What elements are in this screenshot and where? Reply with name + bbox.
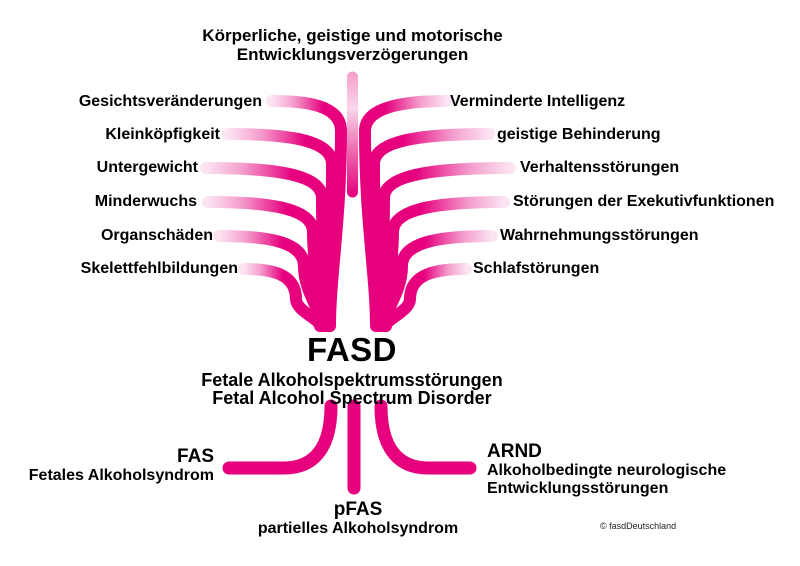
- effect-label-left-6: Skelettfehlbildungen: [80, 260, 238, 277]
- top-category-label: Körperliche, geistige und motorische Ent…: [100, 26, 605, 64]
- effect-label-right-1: Verminderte Intelligenz: [450, 93, 626, 110]
- effect-label-right-4: Störungen der Exekutivfunktionen: [513, 193, 775, 210]
- effect-label-left-5: Organschäden: [100, 227, 213, 244]
- fasd-center-block: FASD Fetale Alkoholspektrumsstörungen Fe…: [102, 331, 602, 408]
- branch-left-6: [238, 263, 326, 332]
- pfas-subtype-block: pFAS partielles Alkoholsyndrom: [158, 499, 558, 538]
- branch-fas: [222, 399, 338, 475]
- lower-branch-fan: [222, 399, 477, 495]
- effect-label-left-2: Kleinköpfigkeit: [105, 126, 220, 143]
- fas-acronym: FAS: [177, 446, 214, 467]
- arnd-name-line2: Entwicklungsstörungen: [487, 479, 669, 497]
- effect-label-left-3: Untergewicht: [96, 159, 198, 176]
- effect-label-right-6: Schlafstörungen: [473, 260, 600, 277]
- top-category-line2: Entwicklungsverzögerungen: [236, 45, 469, 64]
- branch-left-5: [213, 230, 328, 332]
- effect-label-left-1: Gesichtsveränderungen: [78, 93, 262, 110]
- branch-arnd: [374, 399, 477, 475]
- top-category-line1: Körperliche, geistige und motorische: [202, 26, 503, 45]
- effect-label-right-5: Wahrnehmungsstörungen: [500, 227, 699, 244]
- copyright-notice: © fasdDeutschland: [600, 521, 677, 531]
- pfas-name: partielles Alkoholsyndrom: [257, 520, 459, 537]
- fas-name: Fetales Alkoholsyndrom: [28, 467, 214, 484]
- effect-label-right-2: geistige Behinderung: [497, 126, 661, 143]
- arnd-acronym: ARND: [487, 441, 542, 462]
- arnd-subtype-block: ARND Alkoholbedingte neurologische Entwi…: [487, 441, 726, 497]
- fasd-subtitle-de: Fetale Alkoholspektrumsstörungen: [201, 370, 503, 390]
- fasd-acronym: FASD: [306, 331, 397, 368]
- branch-right-5: [378, 230, 498, 332]
- branch-right-4: [376, 196, 510, 332]
- branch-right-3: [374, 162, 516, 332]
- arnd-name-line1: Alkoholbedingte neurologische: [487, 462, 727, 479]
- branch-left-4: [202, 196, 330, 332]
- upper-branch-fan: [200, 71, 516, 332]
- branch-right-6: [380, 263, 472, 332]
- fas-subtype-block: FAS Fetales Alkoholsyndrom: [29, 447, 214, 485]
- pfas-acronym: pFAS: [333, 499, 383, 520]
- effect-label-right-3: Verhaltensstörungen: [520, 159, 680, 176]
- fasd-subtitle-en: Fetal Alcohol Spectrum Disorder: [212, 388, 492, 408]
- effect-label-left-4: Minderwuchs: [94, 193, 197, 210]
